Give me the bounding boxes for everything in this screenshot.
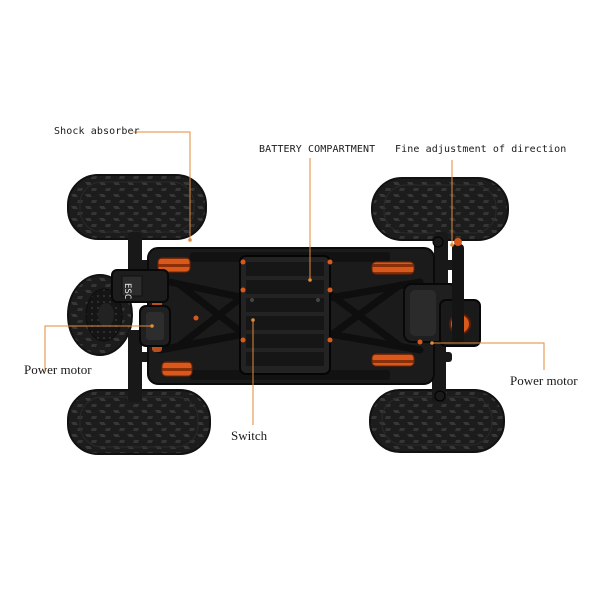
screw-accents [193, 259, 423, 345]
power-motor-right-leader [432, 342, 545, 370]
battery-compartment [239, 255, 331, 375]
label-shock-absorber: Shock absorber [54, 126, 140, 137]
front-left-tire [67, 174, 207, 240]
leader-dots [150, 238, 454, 345]
suspension-links [156, 276, 424, 354]
label-power-motor-right: Power motor [510, 373, 578, 388]
label-battery-compartment: BATTERY COMPARTMENT [259, 144, 376, 155]
leader-lines [44, 131, 545, 425]
shock-absorber-leader [133, 131, 191, 240]
right-motor-assembly [403, 236, 481, 402]
left-motor-assembly: ESC [111, 269, 171, 347]
label-fine-adjustment: Fine adjustment of direction [395, 144, 567, 155]
power-motor-left-leader [44, 325, 152, 372]
label-switch: Switch [231, 428, 268, 443]
esc-tag: ESC [122, 283, 132, 299]
front-right-tire [371, 177, 509, 241]
label-power-motor-left: Power motor [24, 362, 92, 377]
rear-right-tire [369, 389, 505, 453]
